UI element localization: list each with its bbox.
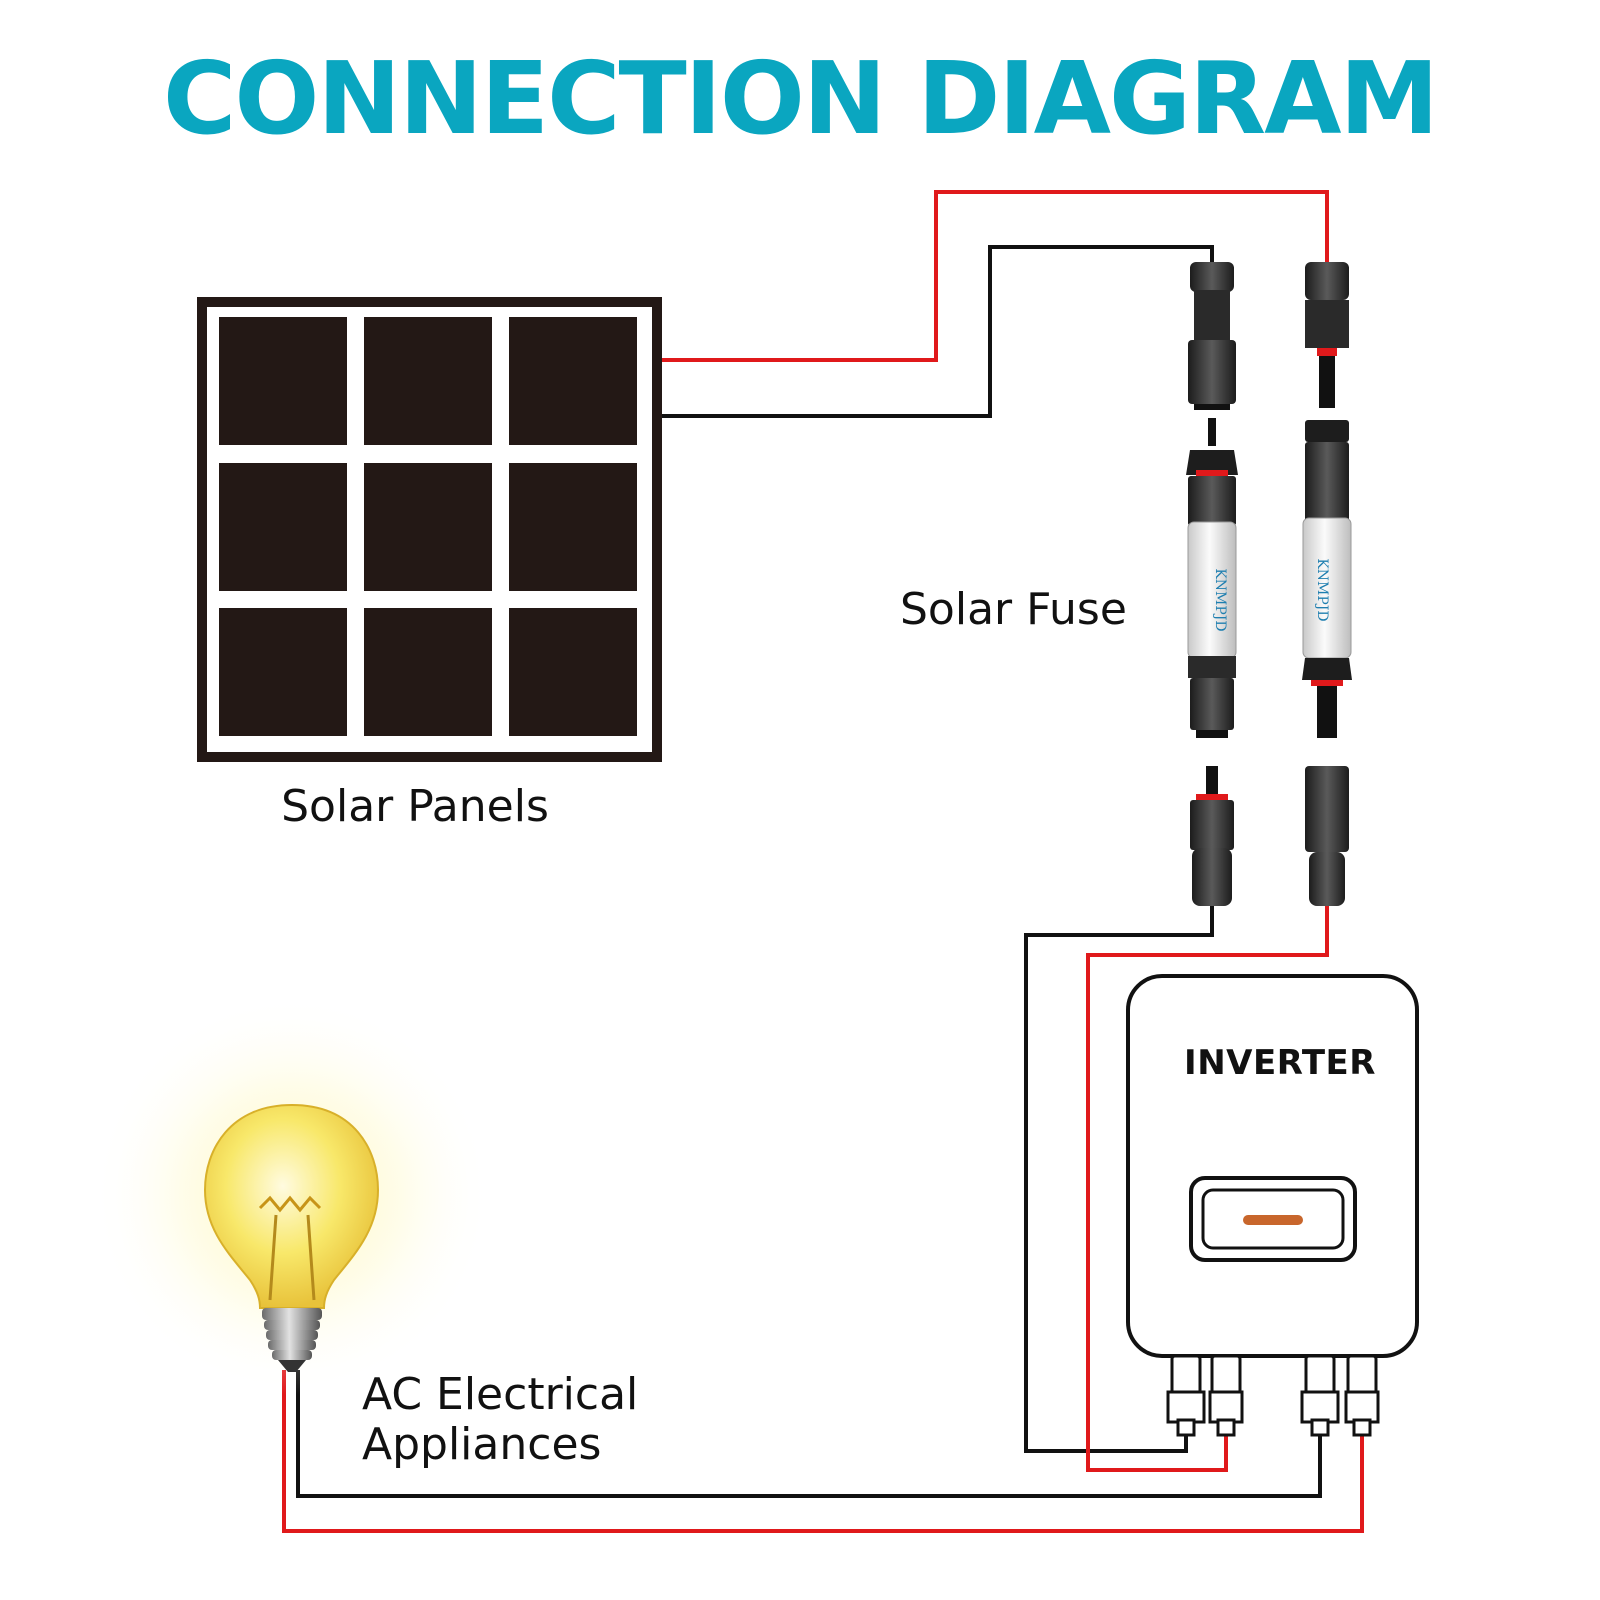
panel-positive-wire: [662, 190, 1329, 362]
fuse-body: KNMPJD: [1186, 418, 1238, 738]
fuse-bottom-connector: [1305, 766, 1349, 906]
panel-cell: [364, 463, 492, 591]
solar-panel: [197, 297, 662, 762]
fuse-negative-wire: [1024, 906, 1214, 1453]
inverter-dc-positive-port: [1208, 1354, 1244, 1437]
panel-cell: [219, 317, 347, 445]
solar-fuse-right: KNMPJD: [1302, 262, 1352, 906]
fuse-body: KNMPJD: [1302, 420, 1352, 738]
solar-fuse-left: KNMPJD: [1186, 262, 1238, 906]
fuse-bottom-connector: [1190, 766, 1234, 906]
panel-cell: [509, 317, 637, 445]
fuse-positive-wire: [1086, 906, 1329, 1472]
inverter-ac-positive-port: [1344, 1354, 1380, 1437]
panel-negative-wire: [662, 245, 1214, 418]
fuse-top-connector: [1305, 262, 1349, 408]
panel-cell: [364, 317, 492, 445]
fuse-brand-right: KNMPJD: [1314, 558, 1330, 621]
inverter-ac-negative-port: [1300, 1354, 1340, 1437]
diagram-title: CONNECTION DIAGRAM: [162, 40, 1439, 157]
inverter: [1126, 974, 1419, 1437]
panel-cell: [219, 463, 347, 591]
inverter-led: [1243, 1215, 1303, 1225]
inverter-label: INVERTER: [1184, 1043, 1376, 1083]
ac-appliances-label: AC Electrical Appliances: [362, 1370, 682, 1470]
light-bulb-icon: [92, 995, 492, 1395]
inverter-dc-negative-port: [1166, 1354, 1206, 1437]
fuse-brand-left: KNMPJD: [1212, 568, 1228, 631]
panel-cell: [509, 608, 637, 736]
panel-cell: [364, 608, 492, 736]
fuse-top-connector: [1188, 262, 1236, 410]
panel-cell: [509, 463, 637, 591]
ac-positive-wire: [282, 1370, 1364, 1533]
ac-label-line2: Appliances: [362, 1419, 602, 1470]
solar-panels-label: Solar Panels: [281, 781, 549, 832]
panel-cell: [219, 608, 347, 736]
solar-fuse-label: Solar Fuse: [900, 584, 1127, 635]
ac-negative-wire: [296, 1370, 1322, 1498]
wiring: [282, 190, 1364, 1533]
ac-label-line1: AC Electrical: [362, 1369, 639, 1420]
